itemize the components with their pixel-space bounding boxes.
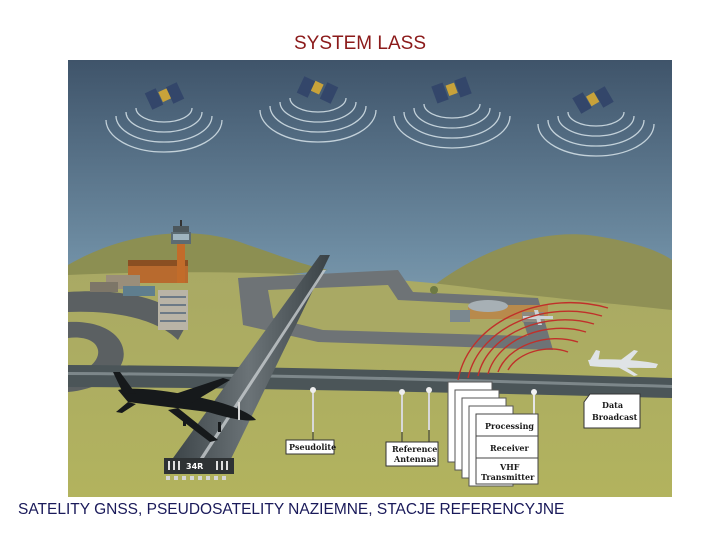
pseudolite-label: Pseudolite <box>289 442 336 452</box>
broadcast-label: Broadcast <box>592 412 638 422</box>
processing-stack <box>447 381 539 487</box>
main-runway <box>168 255 330 465</box>
processing-label: Processing <box>485 421 534 431</box>
parked-aircraft <box>588 350 658 376</box>
pseudolite-mast <box>310 387 316 432</box>
control-tower <box>171 220 191 283</box>
transmitter-label: Transmitter <box>481 472 535 482</box>
terminal-building <box>90 260 188 330</box>
apron-inner <box>268 285 528 336</box>
reference-label: Reference <box>392 444 437 454</box>
satellite-4 <box>537 86 655 157</box>
broadcast-antenna <box>531 389 537 414</box>
landing-aircraft <box>113 372 256 442</box>
runway-pole <box>238 402 240 420</box>
runway-number: 34R <box>186 462 203 471</box>
caption: SATELITY GNSS, PSEUDOSATELITY NAZIEMNE, … <box>18 501 565 518</box>
satellite-3 <box>393 76 511 149</box>
receiver-label: Receiver <box>490 443 529 453</box>
antennas-label: Antennas <box>393 454 437 464</box>
reference-antennas <box>399 387 432 432</box>
data-broadcast-callout <box>583 393 641 429</box>
data-label: Data <box>602 400 623 410</box>
pseudolite-callout <box>285 432 335 455</box>
vhf-label: VHF <box>499 462 520 472</box>
lass-illustration: 34R <box>68 60 672 497</box>
reference-callout <box>385 430 439 467</box>
page-title: SYSTEM LASS <box>294 33 426 54</box>
cross-runway <box>68 365 672 398</box>
small-tree <box>430 286 438 294</box>
satellite-1 <box>105 82 223 153</box>
satellite-2 <box>259 76 377 143</box>
broadcast-signal <box>457 301 609 381</box>
